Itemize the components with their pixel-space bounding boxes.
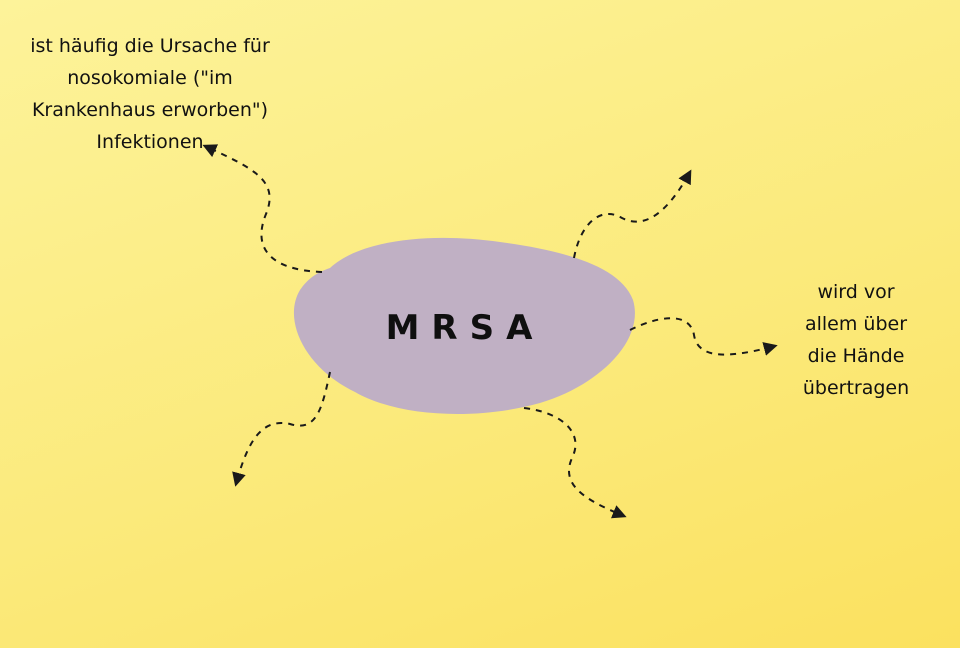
note-line: nosokomiale ("im (67, 67, 233, 89)
note-line: allem über (804, 313, 908, 335)
note-line: Infektionen (96, 131, 204, 153)
note-line: ist häufig die Ursache für (30, 35, 270, 57)
arrow-lower-left (232, 371, 331, 487)
note-line: übertragen (802, 377, 910, 399)
note-line: wird vor (817, 281, 895, 303)
note-transmission: wird vor allem über die Hände übertragen (776, 276, 936, 404)
arrow-to-top-left-note (202, 144, 323, 273)
note-nosocomial: ist häufig die Ursache für nosokomiale (… (10, 30, 290, 158)
mrsa-title: MRSA (385, 308, 545, 348)
mrsa-blob (293, 237, 635, 414)
note-line: die Hände (807, 345, 905, 367)
note-line: Krankenhaus erworben") (31, 99, 269, 121)
arrow-to-right-note (629, 317, 778, 356)
arrow-lower-right (523, 407, 627, 519)
arrow-upper-right (573, 169, 692, 259)
